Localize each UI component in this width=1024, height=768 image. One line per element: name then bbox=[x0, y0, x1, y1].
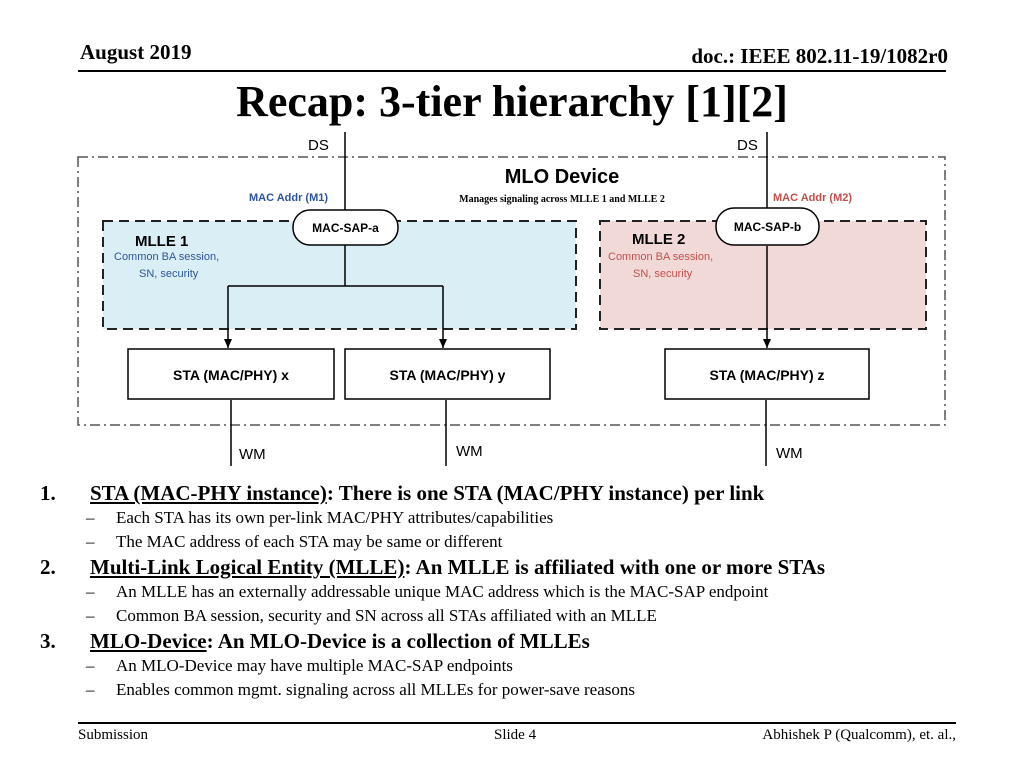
footer-rule bbox=[78, 722, 956, 724]
dash-icon: – bbox=[86, 606, 95, 625]
mlle1-desc-line2: SN, security bbox=[139, 268, 199, 280]
bullet-item: 2. Multi-Link Logical Entity (MLLE): An M… bbox=[40, 554, 980, 580]
mlo-device-subtitle: Manages signaling across MLLE 1 and MLLE… bbox=[459, 194, 665, 205]
bullet-term: MLO-Device bbox=[90, 629, 207, 653]
slide-title: Recap: 3-tier hierarchy [1][2] bbox=[236, 77, 788, 126]
mlo-device-boundary bbox=[77, 156, 946, 426]
bullet-number: 1. bbox=[40, 481, 56, 505]
footer-slide-number: Slide 4 bbox=[494, 727, 537, 743]
sub-bullet-item: – Common BA session, security and SN acro… bbox=[40, 604, 980, 628]
mac-sap-b-node bbox=[715, 207, 820, 246]
sta-z-box bbox=[664, 348, 870, 400]
mlle1-desc-line1: Common BA session, bbox=[114, 251, 219, 263]
footer-author: Abhishek P (Qualcomm), et. al., bbox=[762, 727, 956, 743]
sub-bullet-text: Enables common mgmt. signaling across al… bbox=[116, 680, 635, 699]
bullet-term: STA (MAC-PHY instance) bbox=[90, 481, 327, 505]
mac-addr-m1-label: MAC Addr (M1) bbox=[249, 192, 328, 204]
hierarchy-diagram: DS DS MLO Device Manages signaling acros… bbox=[77, 132, 946, 466]
bullet-text: : There is one STA (MAC/PHY instance) pe… bbox=[326, 481, 765, 505]
sub-bullet-item: – The MAC address of each STA may be same… bbox=[40, 530, 980, 554]
header-doc-id: doc.: IEEE 802.11-19/1082r0 bbox=[691, 44, 948, 68]
wm-label-z: WM bbox=[776, 445, 803, 462]
dash-icon: – bbox=[86, 532, 95, 551]
mlle2-title: MLLE 2 bbox=[632, 231, 685, 248]
mlle1-title: MLLE 1 bbox=[135, 233, 188, 250]
bullet-number: 3. bbox=[40, 629, 56, 653]
ds-label-left: DS bbox=[308, 137, 329, 154]
dash-icon: – bbox=[86, 656, 95, 675]
header-rule bbox=[78, 70, 946, 72]
sub-bullet-item: – An MLLE has an externally addressable u… bbox=[40, 580, 980, 604]
dash-icon: – bbox=[86, 582, 95, 601]
sub-bullet-item: – An MLO-Device may have multiple MAC-SAP… bbox=[40, 654, 980, 678]
mac-sap-b-label: MAC-SAP-b bbox=[734, 220, 801, 234]
wm-label-y: WM bbox=[456, 443, 483, 460]
sub-bullet-text: Each STA has its own per-link MAC/PHY at… bbox=[116, 508, 554, 527]
mlle2-desc-line2: SN, security bbox=[633, 268, 693, 280]
wm-label-x: WM bbox=[239, 446, 266, 463]
sta-x-label: STA (MAC/PHY) x bbox=[173, 367, 289, 383]
sta-y-label: STA (MAC/PHY) y bbox=[390, 367, 506, 383]
bullet-list: 1. STA (MAC-PHY instance): There is one S… bbox=[40, 480, 980, 702]
sub-bullet-item: – Each STA has its own per-link MAC/PHY a… bbox=[40, 506, 980, 530]
sta-x-box bbox=[127, 348, 335, 400]
bullet-item: 3. MLO-Device: An MLO-Device is a collect… bbox=[40, 628, 980, 654]
mac-addr-m2-label: MAC Addr (M2) bbox=[773, 192, 852, 204]
bullet-item: 1. STA (MAC-PHY instance): There is one S… bbox=[40, 480, 980, 506]
bullet-text: : An MLO-Device is a collection of MLLEs bbox=[206, 629, 590, 653]
bullet-number: 2. bbox=[40, 555, 56, 579]
ds-label-right: DS bbox=[737, 137, 758, 154]
sub-bullet-text: The MAC address of each STA may be same … bbox=[116, 532, 503, 551]
mac-sap-a-node bbox=[292, 209, 399, 246]
sta-y-box bbox=[344, 348, 551, 400]
footer-submission: Submission bbox=[78, 727, 149, 743]
header-date: August 2019 bbox=[80, 40, 192, 64]
mlo-device-title: MLO Device bbox=[505, 166, 619, 188]
mac-sap-a-label: MAC-SAP-a bbox=[312, 221, 379, 235]
sub-bullet-item: – Enables common mgmt. signaling across a… bbox=[40, 678, 980, 702]
dash-icon: – bbox=[86, 680, 95, 699]
dash-icon: – bbox=[86, 508, 95, 527]
bullet-text: : An MLLE is affiliated with one or more… bbox=[404, 555, 826, 579]
mlle2-desc-line1: Common BA session, bbox=[608, 251, 713, 263]
sta-z-label: STA (MAC/PHY) z bbox=[709, 367, 824, 383]
bullet-term: Multi-Link Logical Entity (MLLE) bbox=[90, 555, 405, 579]
sub-bullet-text: An MLLE has an externally addressable un… bbox=[116, 582, 769, 601]
sub-bullet-text: An MLO-Device may have multiple MAC-SAP … bbox=[116, 656, 513, 675]
sub-bullet-text: Common BA session, security and SN acros… bbox=[116, 606, 657, 625]
